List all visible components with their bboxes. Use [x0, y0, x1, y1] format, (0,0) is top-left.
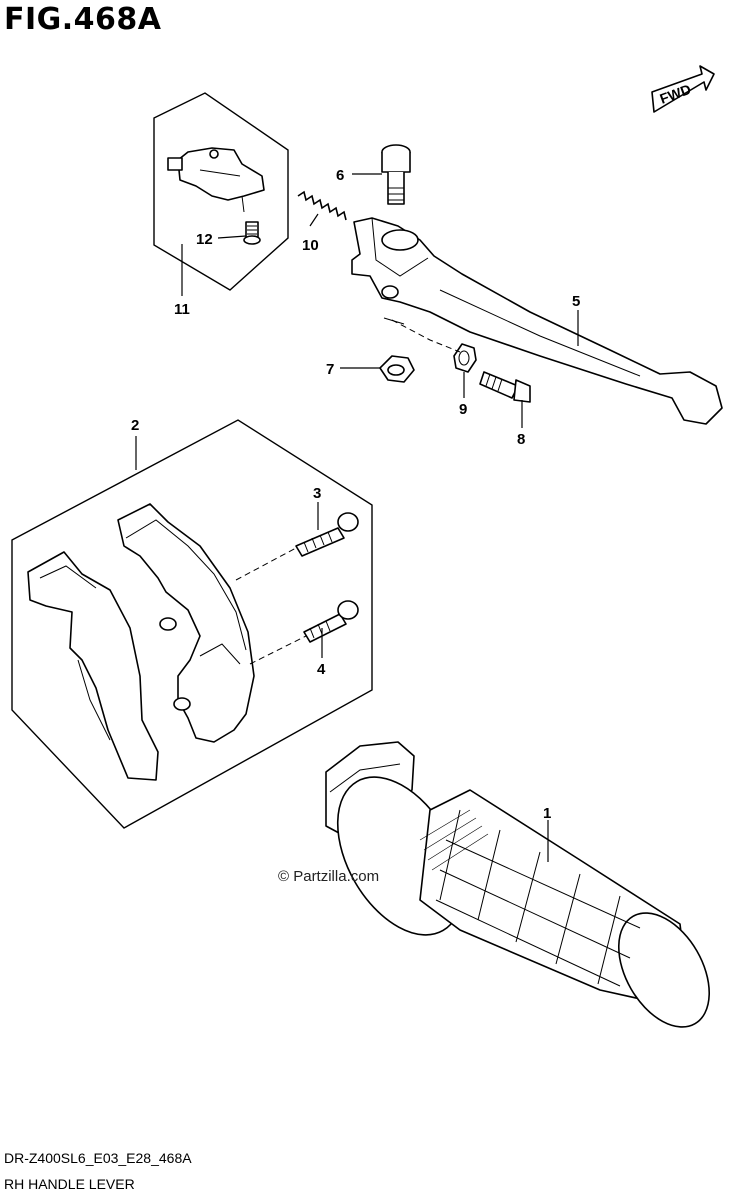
spring-part — [297, 190, 347, 221]
callout-4: 4 — [317, 661, 326, 678]
callout-7: 7 — [326, 361, 334, 378]
leader-lines — [135, 173, 579, 862]
clamp-assembly-box — [11, 419, 373, 829]
clamp-bolt-upper — [295, 512, 359, 557]
brake-lever — [351, 217, 723, 425]
fwd-label: FWD — [658, 81, 693, 107]
section-name: RH HANDLE LEVER — [4, 1176, 135, 1192]
fwd-arrow-badge: FWD — [651, 65, 715, 113]
callout-10: 10 — [302, 237, 319, 254]
callout-1: 1 — [543, 805, 551, 822]
callout-2: 2 — [131, 417, 139, 434]
callout-3: 3 — [313, 485, 321, 502]
callout-11: 11 — [174, 301, 190, 318]
pivot-bolt — [381, 144, 411, 205]
watermark-text: © Partzilla.com — [278, 868, 380, 885]
nut-part — [379, 355, 415, 383]
callout-8: 8 — [517, 431, 525, 448]
lever-bolt — [479, 371, 531, 403]
callout-6: 6 — [336, 167, 344, 184]
figure-title: FIG.468A — [4, 2, 162, 37]
clamp-bolt-lower — [303, 600, 359, 643]
switch-assembly-box — [153, 92, 289, 291]
locknut-part — [453, 343, 477, 373]
callout-12: 12 — [196, 231, 213, 248]
callout-5: 5 — [572, 293, 580, 310]
callout-9: 9 — [459, 401, 467, 418]
throttle-grip — [325, 741, 711, 1028]
model-code: DR-Z400SL6_E03_E28_468A — [4, 1150, 192, 1166]
